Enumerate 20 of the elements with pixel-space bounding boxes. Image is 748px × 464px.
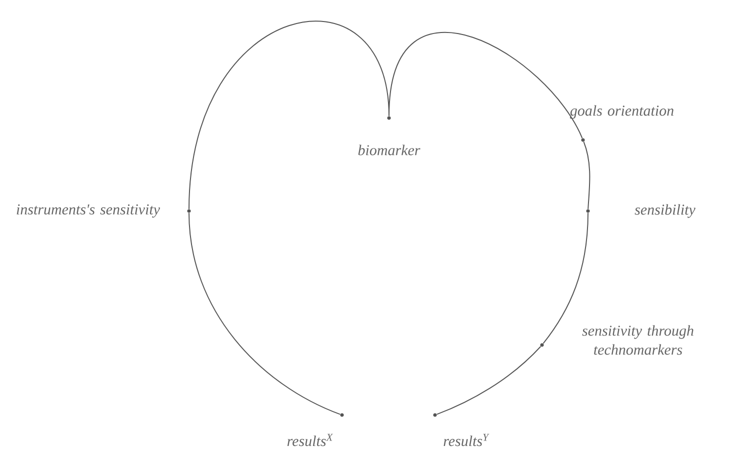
- curve-point: [387, 116, 391, 120]
- point-label: goals orientation: [570, 105, 674, 119]
- curve-point: [581, 138, 585, 142]
- curve-point: [433, 413, 437, 417]
- point-label: results$^{X}$: [287, 434, 334, 446]
- curve-segment: [583, 141, 590, 210]
- curve-segment: [188, 20, 390, 210]
- curve-point: [586, 209, 590, 213]
- point-label: sensitivity through technomarkers: [582, 325, 694, 355]
- point-label: instruments's sensitivity: [16, 204, 160, 218]
- curve-segment: [542, 212, 588, 344]
- curve-segment: [436, 346, 542, 415]
- curve-point: [340, 413, 344, 417]
- curve-segment: [388, 32, 583, 139]
- point-label: biomarker: [358, 144, 420, 156]
- curve-segment: [188, 212, 341, 415]
- point-label: sensibility: [634, 204, 696, 218]
- point-label: results$^{Y}$: [444, 434, 490, 446]
- curve-point: [187, 209, 191, 213]
- curve-point: [540, 343, 544, 347]
